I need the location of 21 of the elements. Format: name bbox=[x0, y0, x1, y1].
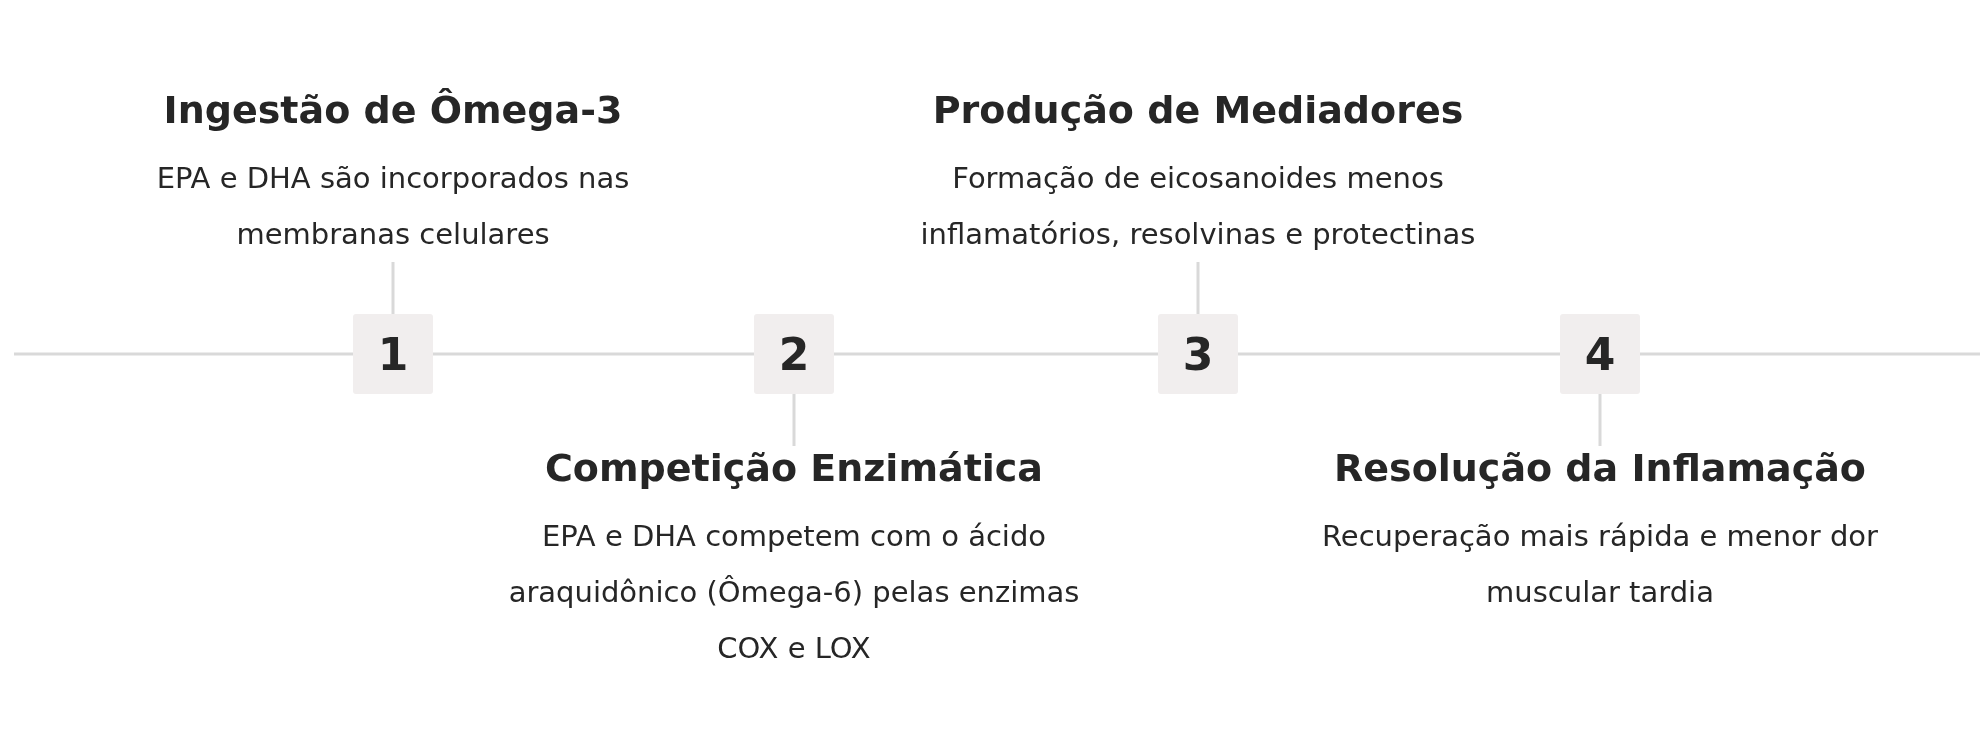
step-title: Resolução da Inflamação bbox=[1333, 446, 1867, 490]
step-description: Recuperação mais rápida e menor dor muscular tardia bbox=[1320, 518, 1880, 611]
connector-line bbox=[391, 262, 395, 314]
step-number-box: 2 bbox=[754, 314, 834, 394]
connector-line bbox=[1598, 394, 1602, 446]
step-number-box: 1 bbox=[353, 314, 433, 394]
step-description: EPA e DHA são incorporados nas membranas celulares bbox=[155, 160, 631, 253]
timeline-line bbox=[1640, 352, 1980, 356]
step-number-box: 3 bbox=[1158, 314, 1238, 394]
timeline-line bbox=[834, 352, 1158, 356]
timeline-line bbox=[433, 352, 754, 356]
step-title: Ingestão de Ômega-3 bbox=[162, 88, 624, 132]
step-title: Produção de Mediadores bbox=[931, 88, 1465, 132]
timeline-line bbox=[1238, 352, 1560, 356]
step-title: Competição Enzimática bbox=[544, 446, 1044, 490]
step-number-box: 4 bbox=[1560, 314, 1640, 394]
step-description: EPA e DHA competem com o ácido araquidônico (Ômega-6) pelas enzimas COX e LOX bbox=[507, 518, 1081, 667]
connector-line bbox=[792, 394, 796, 446]
step-description: Formação de eicosanoides menos inflamatórios, resolvinas e protectinas bbox=[919, 160, 1477, 253]
timeline-line bbox=[14, 352, 353, 356]
connector-line bbox=[1196, 262, 1200, 314]
